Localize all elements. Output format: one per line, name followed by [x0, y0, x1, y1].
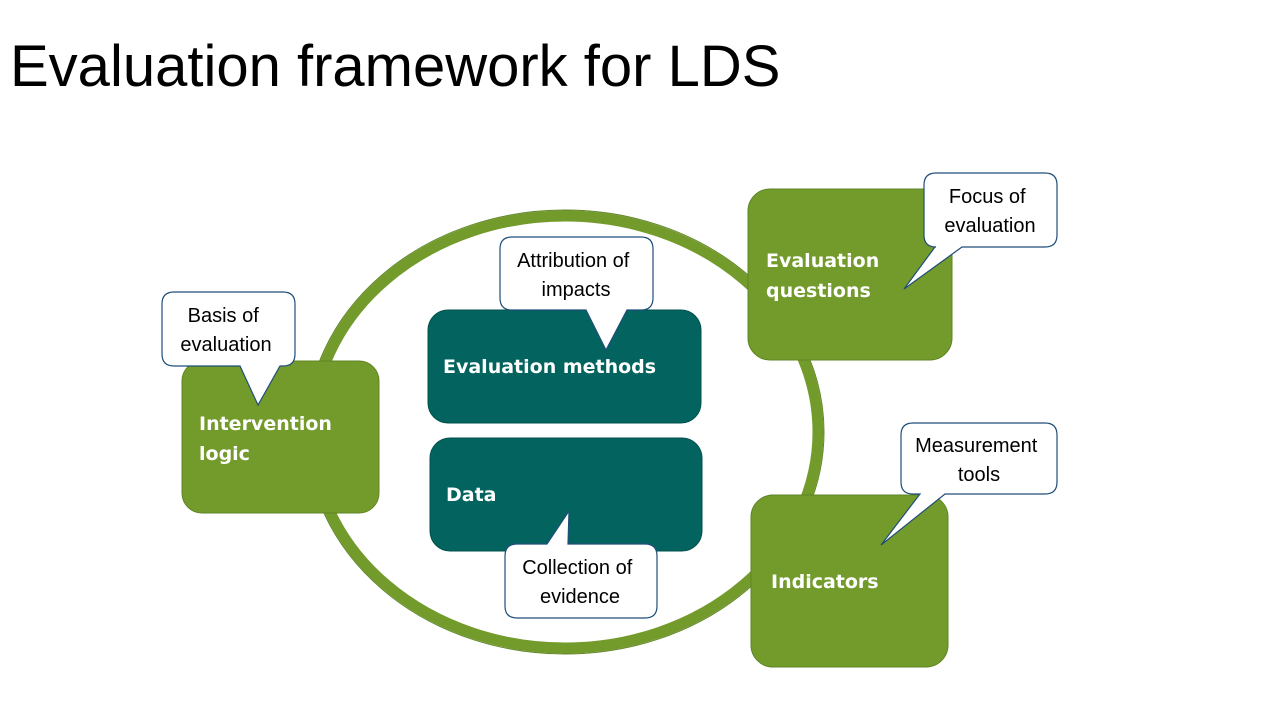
callout-measurement-tools: Measurement tools: [880, 422, 1058, 546]
box-intervention-logic-label: Intervention logic: [199, 413, 339, 465]
callout-collection-label: Collection of evidence: [522, 557, 638, 608]
callout-focus-of-evaluation: Focus of evaluation: [903, 172, 1058, 290]
box-indicators: Indicators: [750, 494, 949, 668]
box-evaluation-questions: Evaluation questions: [747, 188, 953, 361]
box-indicators-label: Indicators: [771, 571, 879, 593]
callout-basis-of-evaluation: Basis of evaluation: [161, 291, 296, 407]
box-data: Data: [429, 437, 703, 552]
slide-title: Evaluation framework for LDS: [10, 34, 781, 99]
box-evaluation-questions-label: Evaluation questions: [766, 250, 886, 302]
callout-focus-label: Focus of evaluation: [944, 186, 1035, 237]
box-evaluation-methods: Evaluation methods: [427, 309, 702, 424]
callout-collection-of-evidence: Collection of evidence: [504, 508, 658, 619]
callout-attribution-of-impacts: Attribution of impacts: [499, 236, 654, 352]
box-evaluation-methods-label: Evaluation methods: [443, 356, 656, 378]
box-intervention-logic: Intervention logic: [181, 360, 380, 514]
callout-attribution-label: Attribution of impacts: [517, 250, 635, 301]
callout-measurement-label: Measurement tools: [915, 435, 1043, 486]
box-data-label: Data: [446, 484, 497, 506]
callout-basis-label: Basis of evaluation: [180, 305, 271, 356]
